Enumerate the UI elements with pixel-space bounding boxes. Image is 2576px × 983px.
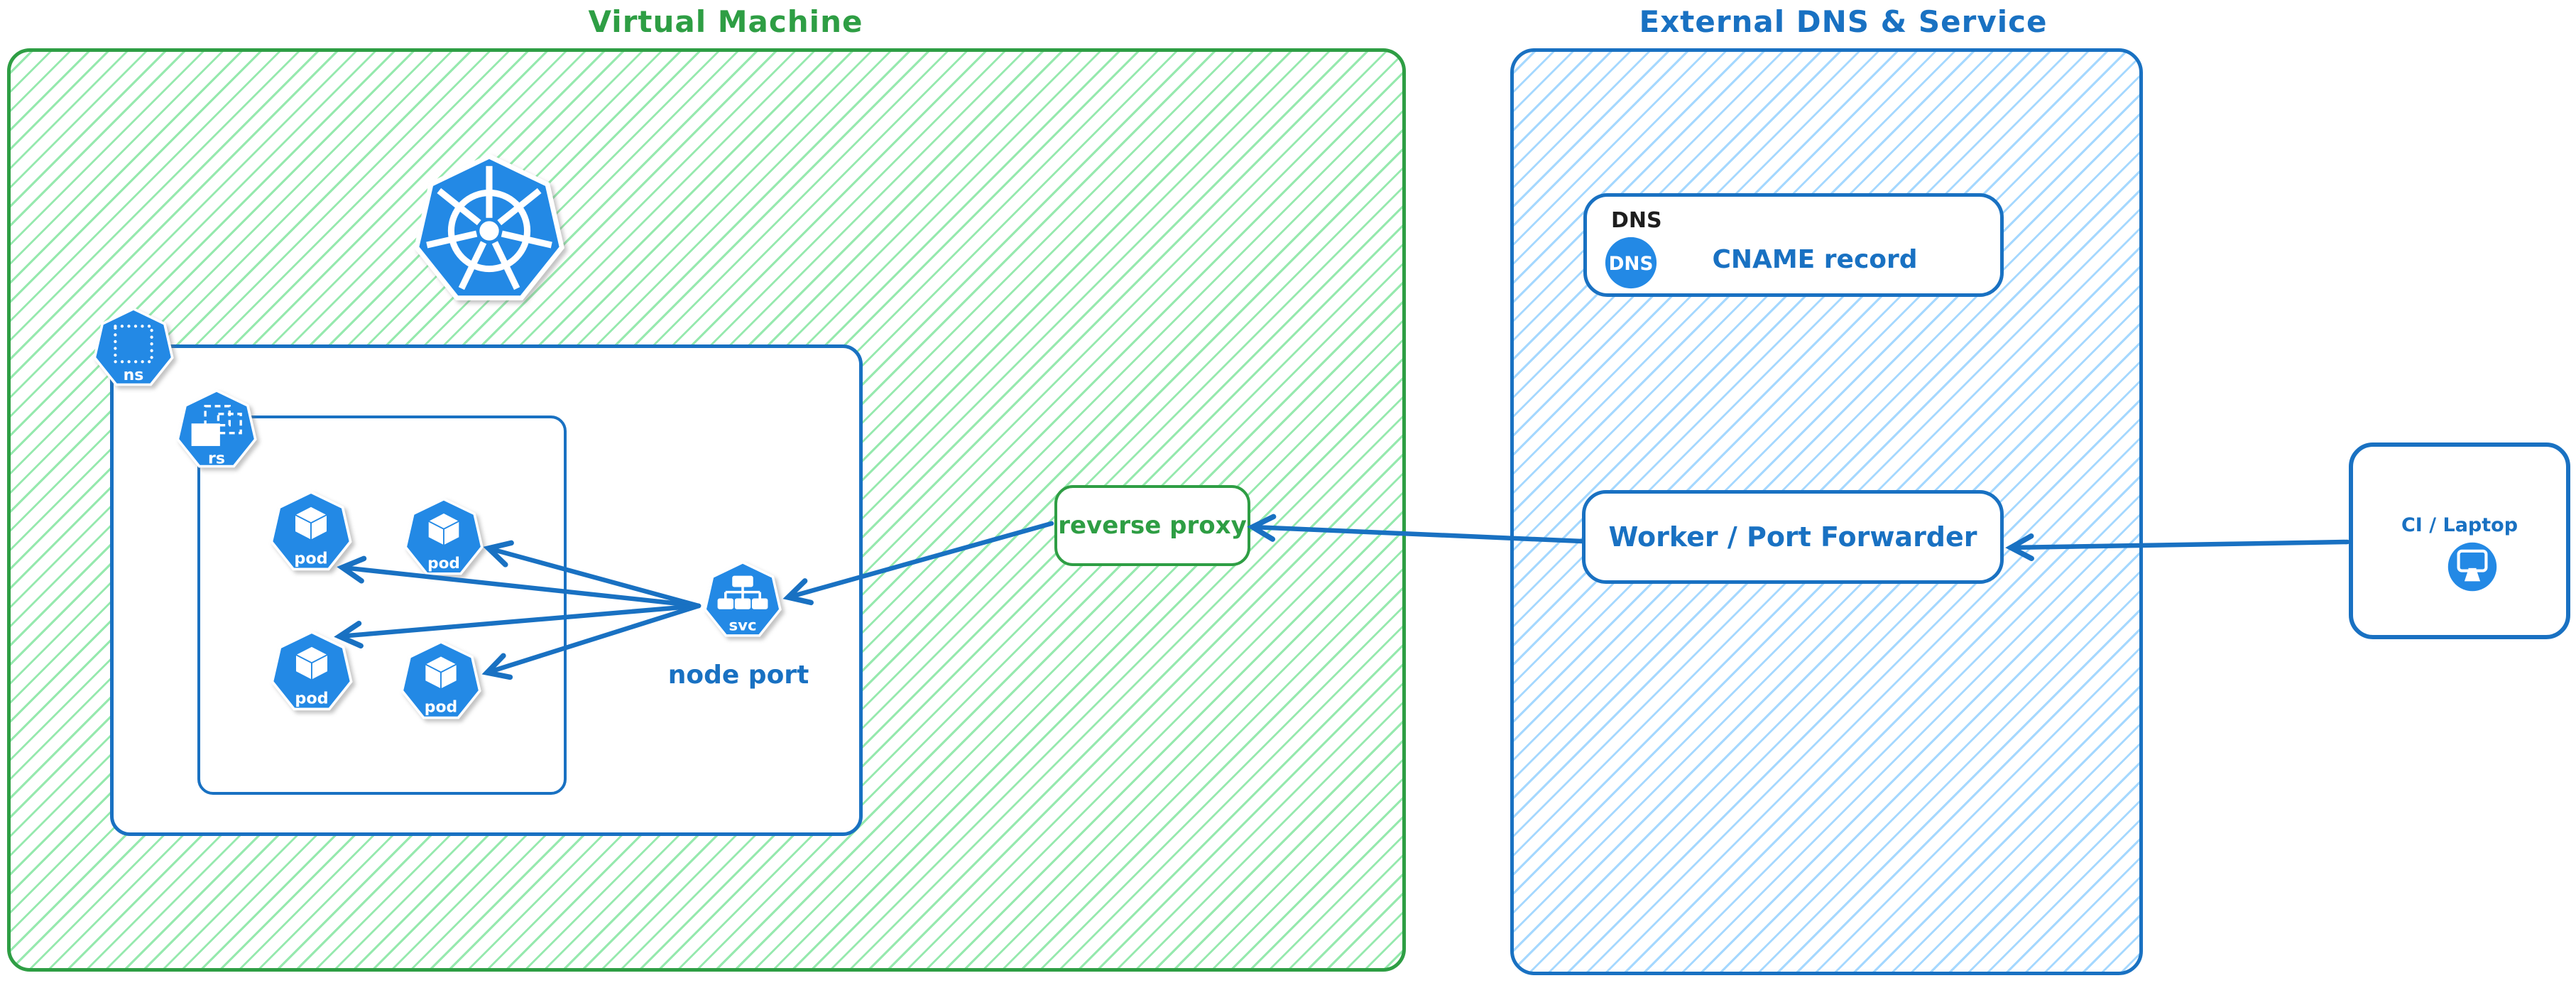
svg-text:pod: pod: [294, 549, 327, 567]
service-icon: svc: [704, 560, 782, 637]
vm-section-title: Virtual Machine: [588, 4, 863, 39]
worker-port-forwarder-box: Worker / Port Forwarder: [1582, 490, 2004, 584]
pod-icon-3: pod: [271, 630, 353, 711]
dns-tag-label: DNS: [1611, 208, 1662, 233]
ci-laptop-label: CI / Laptop: [2401, 514, 2518, 536]
svg-text:pod: pod: [427, 555, 460, 572]
dns-icon: DNS: [1605, 237, 1657, 289]
replicaset-icon: rs: [176, 389, 257, 468]
cname-record-label: CNAME record: [1712, 245, 1918, 274]
dns-record-box: DNS DNS CNAME record: [1583, 193, 2004, 297]
desktop-monitor-icon: [2447, 542, 2497, 592]
namespace-icon: ns: [93, 307, 174, 386]
svg-text:DNS: DNS: [1609, 254, 1654, 275]
svg-text:svc: svc: [728, 617, 756, 634]
reverse-proxy-label: reverse proxy: [1058, 511, 1247, 540]
svg-text:pod: pod: [295, 689, 328, 707]
pod-icon-1: pod: [270, 490, 352, 571]
svg-text:pod: pod: [425, 699, 458, 717]
svg-text:ns: ns: [124, 366, 144, 384]
pod-icon-4: pod: [400, 640, 481, 719]
ci-laptop-box: CI / Laptop: [2349, 442, 2570, 639]
reverse-proxy-box: reverse proxy: [1054, 485, 1250, 566]
worker-port-forwarder-label: Worker / Port Forwarder: [1608, 521, 1977, 553]
node-port-label: node port: [667, 661, 809, 690]
svg-text:rs: rs: [208, 450, 225, 467]
pod-icon-2: pod: [404, 497, 484, 575]
external-section-title: External DNS & Service: [1639, 4, 2048, 39]
kubernetes-logo-icon: [414, 153, 564, 300]
